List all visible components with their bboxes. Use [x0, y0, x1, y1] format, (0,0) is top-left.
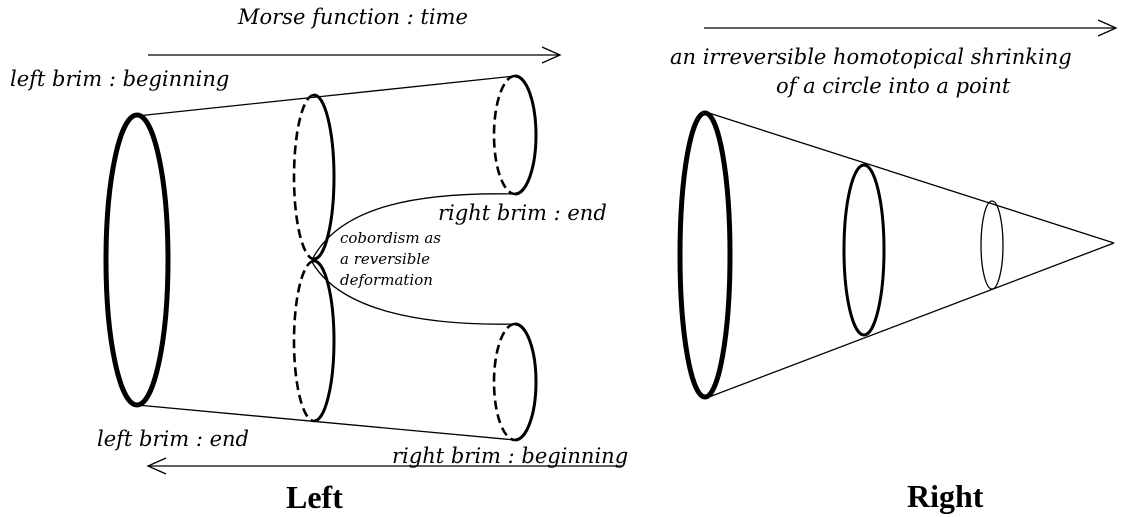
cone-bottom-edge [708, 242, 1115, 398]
shrinking-label-line-1: an irreversible homotopical shrinking [670, 45, 1072, 69]
middle-lower-ellipse-back [292, 259, 315, 423]
middle-upper-ellipse-back [292, 93, 315, 261]
left-figure: Morse function : time left brim : beginn… [10, 5, 628, 515]
cone-small-circle [980, 200, 1004, 290]
right-top-tube-back [492, 74, 516, 196]
left-caption: Left [286, 479, 343, 515]
cone-top-edge [708, 112, 1115, 244]
shrinking-label-line-2: of a circle into a point [776, 74, 1011, 98]
cobordism-note-line-1: cobordism as [340, 229, 441, 247]
right-bottom-tube-front [514, 322, 538, 442]
middle-upper-ellipse-front [313, 93, 336, 261]
cone-medium-circle [842, 163, 886, 337]
left-brim-end-label: left brim : end [97, 427, 249, 451]
cobordism-note-line-2: a reversible [340, 250, 430, 268]
right-caption: Right [907, 478, 984, 514]
left-brim-beginning-label: left brim : beginning [10, 67, 229, 91]
saddle-lower-curve [311, 261, 517, 325]
top-outline [136, 75, 516, 117]
cone-large-circle [677, 110, 733, 400]
bottom-outline [136, 404, 516, 441]
saddle-upper-curve [311, 193, 517, 261]
right-bottom-tube-back [492, 322, 516, 442]
left-brim-ellipse [103, 112, 171, 408]
cobordism-note-line-3: deformation [340, 271, 433, 289]
right-brim-beginning-label: right brim : beginning [392, 444, 628, 468]
morse-time-label: Morse function : time [237, 5, 468, 29]
right-top-tube-front [514, 74, 538, 196]
right-figure: an irreversible homotopical shrinking of… [670, 28, 1116, 514]
right-brim-end-label: right brim : end [438, 201, 607, 225]
middle-lower-ellipse-front [313, 259, 336, 423]
